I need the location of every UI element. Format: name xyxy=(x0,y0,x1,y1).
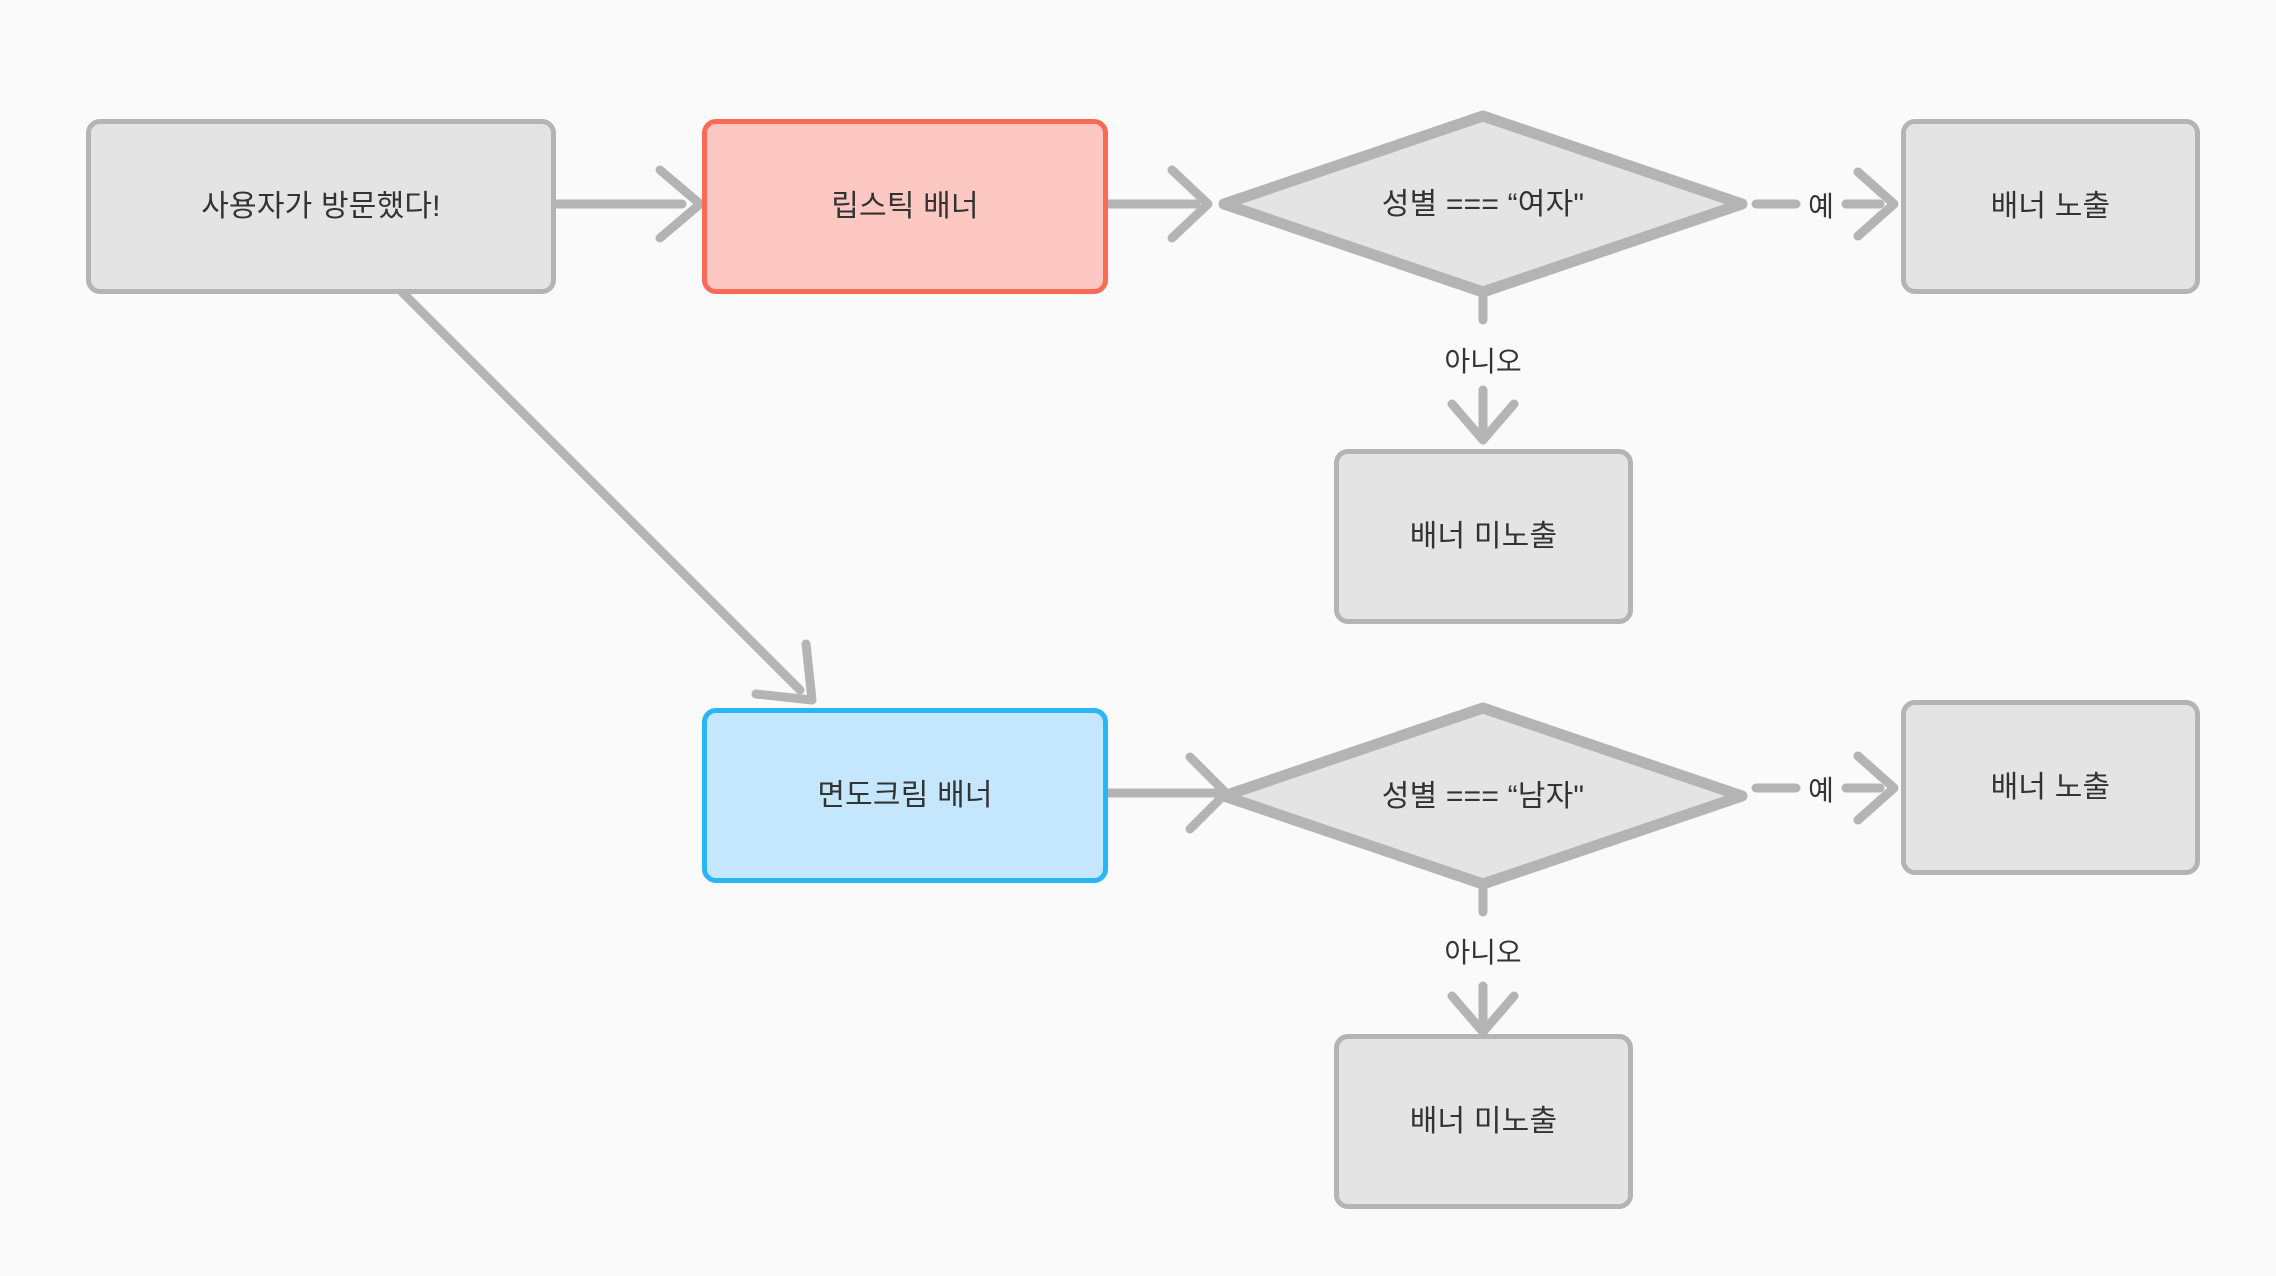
node-label: 사용자가 방문했다! xyxy=(201,190,441,223)
node-user-visited[interactable]: 사용자가 방문했다! xyxy=(86,119,556,294)
edge-label-no-female: 아니오 xyxy=(1444,346,1522,377)
node-label: 성별 === “남자" xyxy=(1381,779,1585,813)
node-lipstick-banner[interactable]: 립스틱 배너 xyxy=(702,119,1108,294)
node-label: 립스틱 배너 xyxy=(831,190,979,223)
edge-label-yes-female: 예 xyxy=(1808,191,1834,222)
diamond-shape xyxy=(1218,110,1748,298)
node-label: 배너 미노출 xyxy=(1409,520,1558,553)
node-condition-female[interactable]: 성별 === “여자" xyxy=(1216,108,1750,300)
edge-label-yes-male: 예 xyxy=(1808,775,1834,806)
edge-lipstick-to-cond-female xyxy=(1103,165,1213,243)
node-label: 배너 미노출 xyxy=(1409,1105,1558,1138)
edge-visit-to-lipstick xyxy=(551,165,705,243)
node-label: 배너 노출 xyxy=(1990,190,2111,223)
edge-shavecream-to-cond-male xyxy=(1103,752,1231,834)
node-show-banner-male[interactable]: 배너 노출 xyxy=(1901,700,2200,875)
node-condition-male[interactable]: 성별 === “남자" xyxy=(1216,700,1750,892)
node-hide-banner-male[interactable]: 배너 미노출 xyxy=(1334,1034,1633,1209)
node-label: 배너 노출 xyxy=(1990,771,2111,804)
edge-label-no-male: 아니오 xyxy=(1444,937,1522,968)
node-label: 면도크림 배너 xyxy=(817,779,993,812)
edge-visit-to-shavecream xyxy=(397,287,817,705)
node-label: 성별 === “여자" xyxy=(1381,187,1585,221)
diamond-shape xyxy=(1218,702,1748,890)
node-show-banner-female[interactable]: 배너 노출 xyxy=(1901,119,2200,294)
node-shaving-cream-banner[interactable]: 면도크림 배너 xyxy=(702,708,1108,883)
node-hide-banner-female[interactable]: 배너 미노출 xyxy=(1334,449,1633,624)
